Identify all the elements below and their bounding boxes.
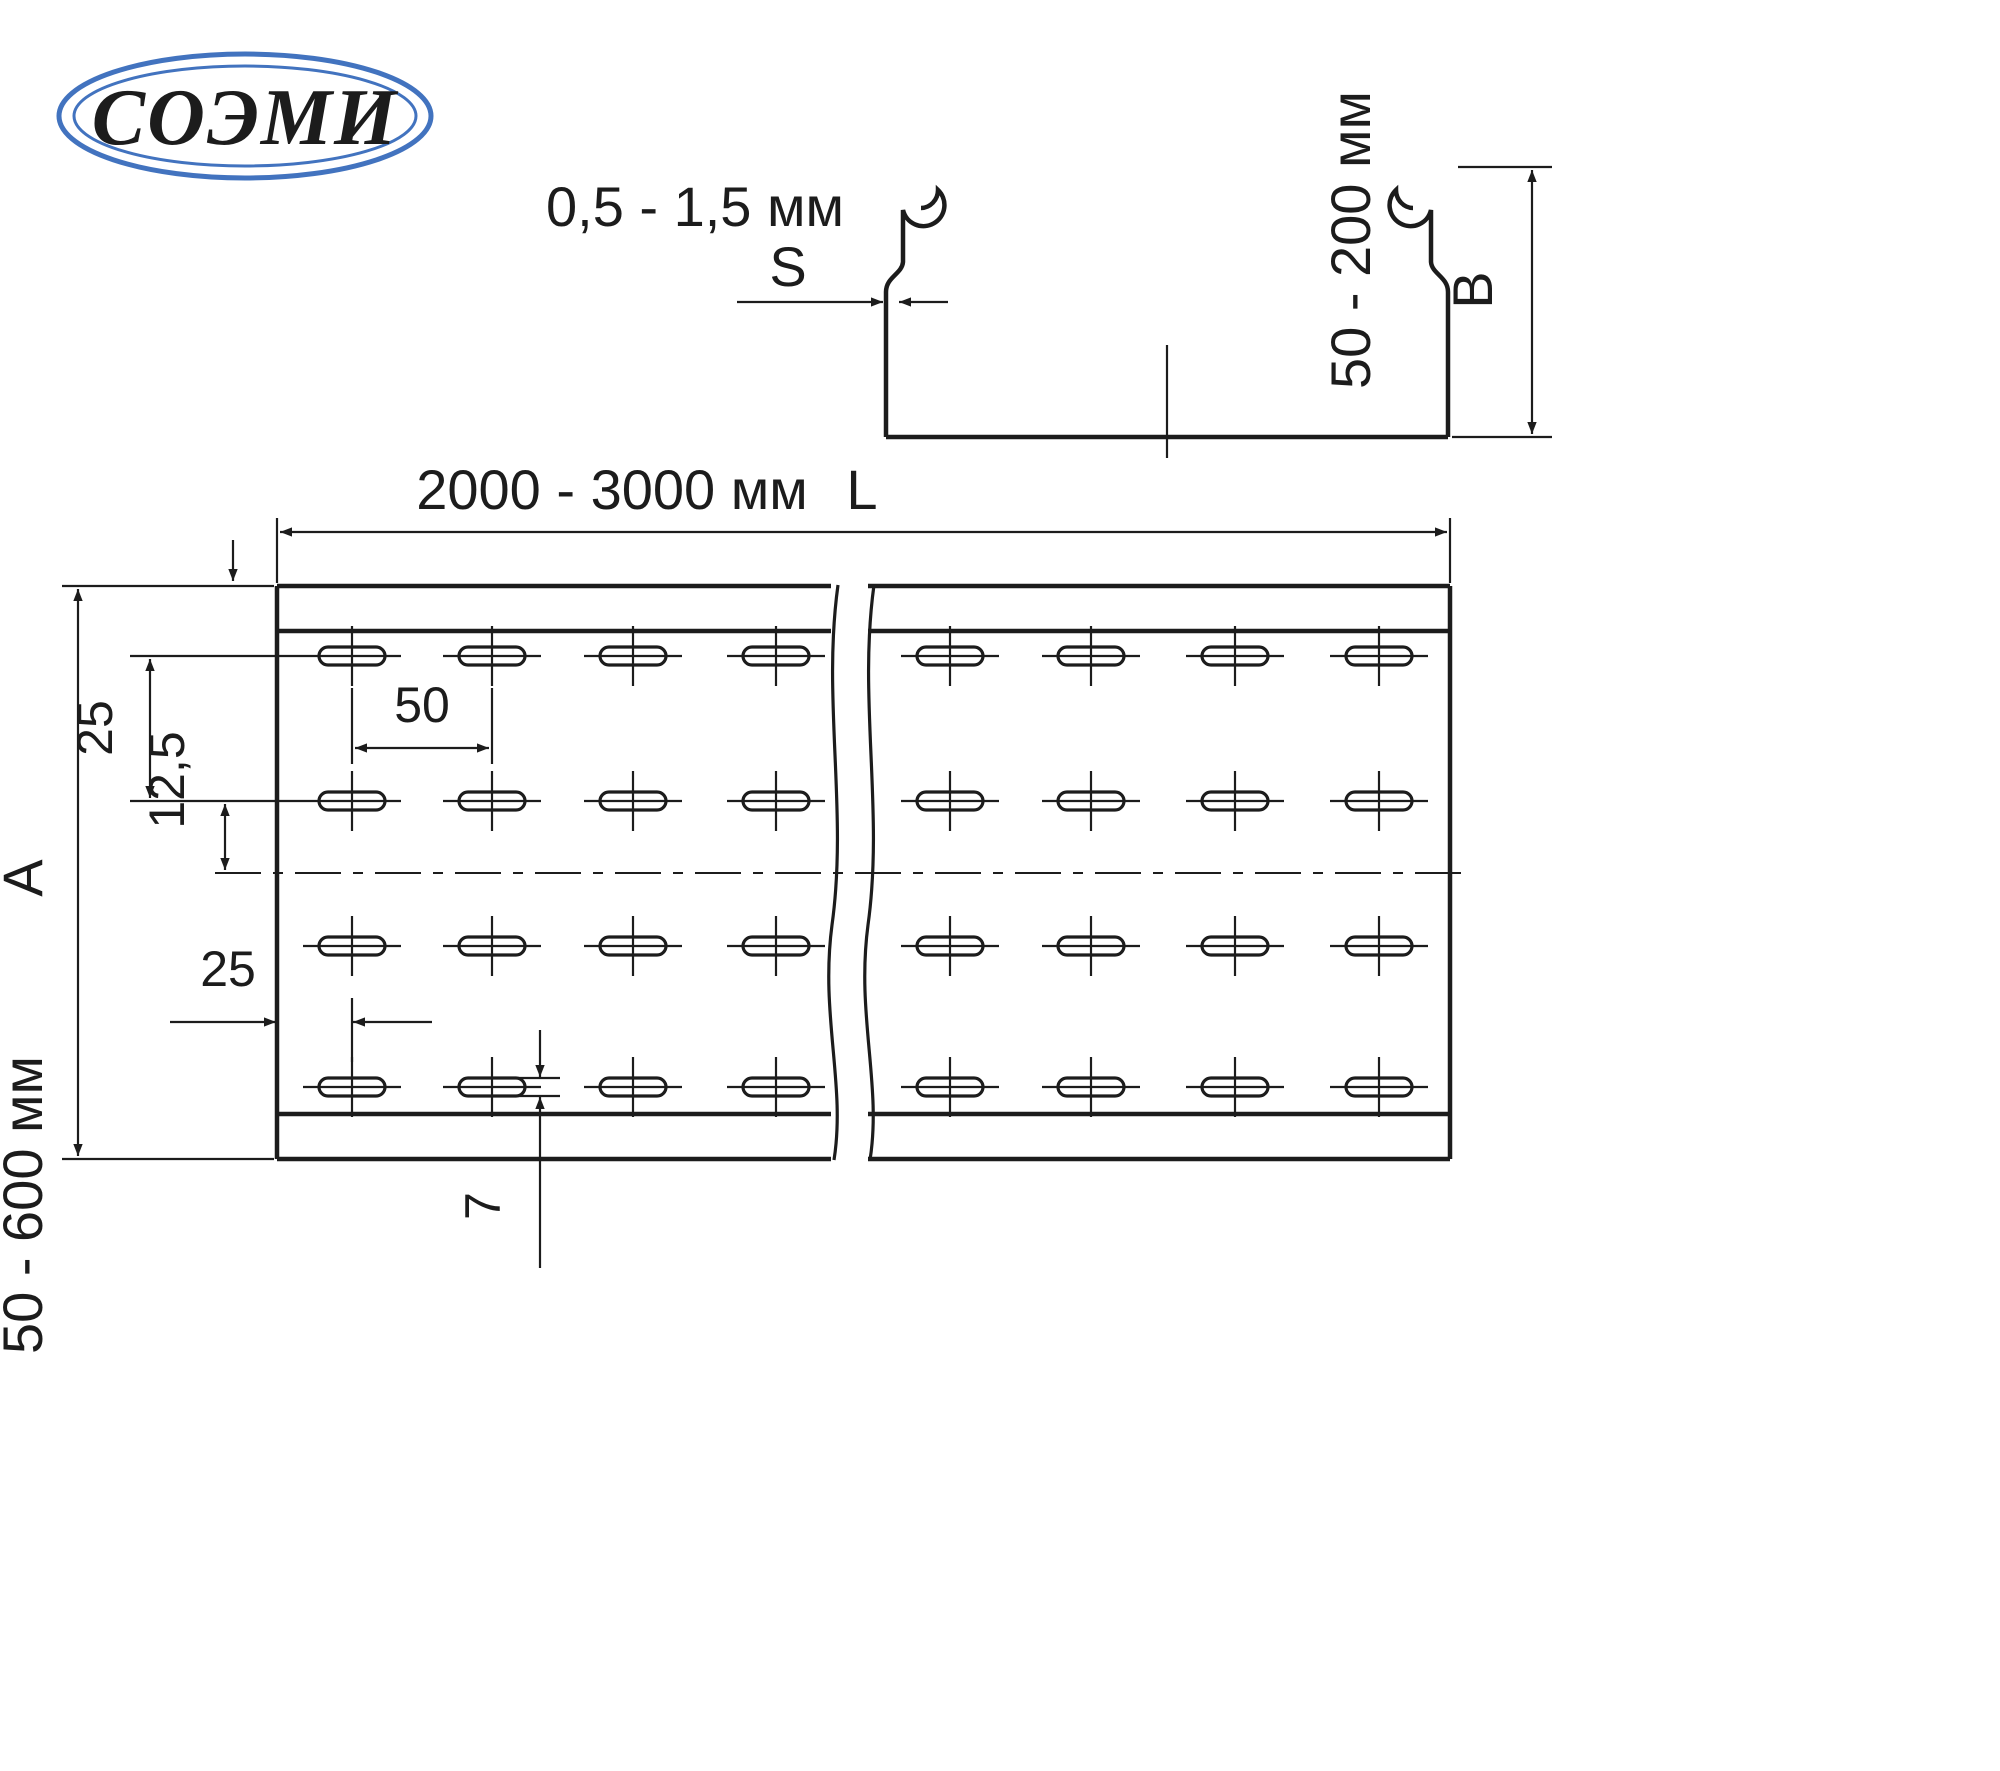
row-spacing-label: 25 xyxy=(67,700,123,756)
slot-width-dimension: 7 xyxy=(455,1030,560,1268)
slot xyxy=(303,771,401,831)
section-right-wall-with-curl xyxy=(1387,184,1451,437)
slot xyxy=(901,916,999,976)
slot xyxy=(1042,1057,1140,1117)
height-dimension: 50 - 200 мм B xyxy=(1319,91,1552,439)
slot xyxy=(727,771,825,831)
slot xyxy=(303,1057,401,1117)
slot xyxy=(443,916,541,976)
slot xyxy=(901,1057,999,1117)
slot xyxy=(584,916,682,976)
logo-text: СОЭМИ xyxy=(92,74,399,162)
slot xyxy=(584,626,682,686)
slot xyxy=(443,771,541,831)
row-offset-dimension: 12,5 xyxy=(139,731,230,870)
slot xyxy=(443,626,541,686)
logo: СОЭМИ xyxy=(56,51,434,181)
slot xyxy=(727,626,825,686)
width-range-label: 50 - 600 мм xyxy=(0,1056,54,1354)
slot xyxy=(1186,771,1284,831)
length-dimension: 2000 - 3000 мм L xyxy=(228,458,1452,583)
width-symbol-label: А xyxy=(0,859,54,897)
edge-offset-dimension: 25 xyxy=(170,941,432,1062)
length-range-label: 2000 - 3000 мм xyxy=(416,458,807,521)
slot-grid xyxy=(303,626,1428,1117)
section-view: 0,5 - 1,5 мм S 50 - 200 мм B xyxy=(546,91,1552,458)
slot xyxy=(1330,1057,1428,1117)
length-symbol-label: L xyxy=(846,458,877,521)
slot xyxy=(1186,916,1284,976)
slot xyxy=(1186,1057,1284,1117)
slot xyxy=(584,1057,682,1117)
height-symbol-label: B xyxy=(1441,271,1504,308)
row-spacing-dimension: 25 xyxy=(67,654,303,803)
section-left-wall-with-curl xyxy=(883,184,947,437)
slot xyxy=(727,916,825,976)
section-right-wall-group xyxy=(1387,184,1451,437)
thickness-range-label: 0,5 - 1,5 мм xyxy=(546,175,844,238)
slot xyxy=(303,626,401,686)
slot xyxy=(1042,626,1140,686)
slot-pitch-label: 50 xyxy=(394,677,450,733)
slot xyxy=(303,916,401,976)
logo-inner-ellipse xyxy=(72,64,418,168)
logo-outer-ellipse xyxy=(56,51,434,181)
slot xyxy=(727,1057,825,1117)
edge-offset-label: 25 xyxy=(200,941,256,997)
thickness-dimension: 0,5 - 1,5 мм S xyxy=(546,175,948,307)
height-range-label: 50 - 200 мм xyxy=(1319,91,1382,389)
plan-outline xyxy=(274,583,1453,1162)
slot xyxy=(1186,626,1284,686)
plan-view: 2000 - 3000 мм L 50 - 600 мм А 25 12,5 xyxy=(0,458,1468,1354)
slot xyxy=(1330,916,1428,976)
slot xyxy=(1042,771,1140,831)
break-line-left xyxy=(827,584,840,1161)
slot xyxy=(1042,916,1140,976)
slot xyxy=(443,1057,541,1117)
slot-pitch-dimension: 50 xyxy=(350,677,494,764)
slot-width-label: 7 xyxy=(455,1192,511,1220)
slot xyxy=(584,771,682,831)
slot xyxy=(901,771,999,831)
row-offset-label: 12,5 xyxy=(139,731,195,828)
slot xyxy=(901,626,999,686)
break-line-right xyxy=(863,584,876,1161)
width-dimension: 50 - 600 мм А xyxy=(0,584,274,1354)
slot xyxy=(1330,626,1428,686)
thickness-symbol-label: S xyxy=(769,235,806,298)
slot xyxy=(1330,771,1428,831)
